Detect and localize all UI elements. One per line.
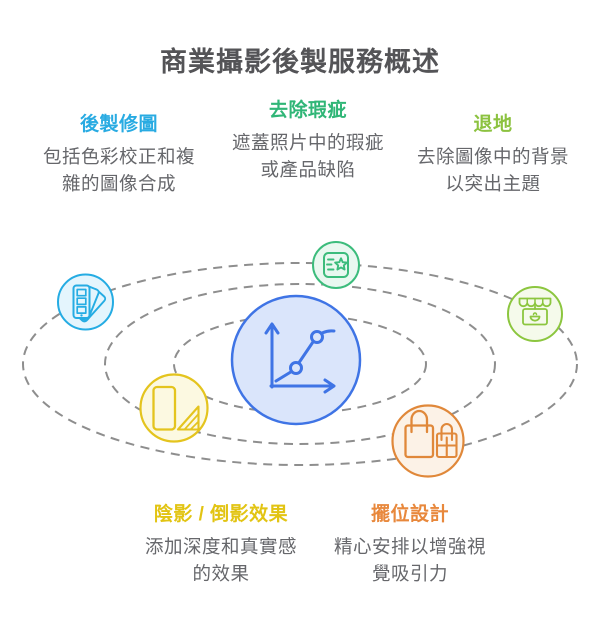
feature-retouch: 後製修圖 包括色彩校正和複 雜的圖像合成 <box>14 113 224 197</box>
page-title: 商業攝影後製服務概述 <box>160 47 440 77</box>
feature-shadow-heading: 陰影 / 倒影效果 <box>153 504 289 525</box>
feature-blemish-desc: 遮蓋照片中的瑕疵 或產品缺陷 <box>203 129 413 183</box>
shopping-bags-icon <box>404 409 458 459</box>
feature-placement: 擺位設計 精心安排以增強視 覺吸引力 <box>304 503 516 587</box>
center-node <box>230 294 362 426</box>
desc-line: 覺吸引力 <box>371 563 448 584</box>
satellite-shopping-bags <box>391 404 465 478</box>
desc-line: 的效果 <box>192 563 250 584</box>
feature-placement-desc: 精心安排以增強視 覺吸引力 <box>304 533 516 587</box>
satellite-circle <box>312 241 360 289</box>
color-swatches-icon <box>72 284 107 323</box>
orbit-ellipse-outer <box>22 262 578 466</box>
orbit-ellipse-middle <box>104 283 496 445</box>
desc-line: 以突出主題 <box>445 173 541 194</box>
feature-shadow: 陰影 / 倒影效果 添加深度和真實感 的效果 <box>115 503 327 587</box>
desc-line: 包括色彩校正和複 <box>42 146 195 167</box>
storefront-icon <box>518 297 552 326</box>
desc-line: 雜的圖像合成 <box>61 173 176 194</box>
satellite-circle <box>507 286 563 342</box>
satellite-page-shadow <box>139 373 209 443</box>
feature-blemish: 去除瑕疵 遮蓋照片中的瑕疵 或產品缺陷 <box>203 99 413 183</box>
center-circle <box>230 294 362 426</box>
feature-blemish-heading: 去除瑕疵 <box>268 100 347 121</box>
feature-shadow-desc: 添加深度和真實感 的效果 <box>115 533 327 587</box>
page-shadow-icon <box>152 385 200 431</box>
satellite-circle <box>391 404 465 478</box>
growth-chart-icon <box>264 322 336 394</box>
desc-line: 添加深度和真實感 <box>144 536 297 557</box>
desc-line: 精心安排以增強視 <box>333 536 486 557</box>
satellite-storefront <box>507 286 563 342</box>
feature-retouch-heading: 後製修圖 <box>79 114 158 135</box>
feature-background-removal: 退地 去除圖像中的背景 以突出主題 <box>388 113 598 197</box>
desc-line: 遮蓋照片中的瑕疵 <box>231 132 384 153</box>
satellite-quick-retouch <box>312 241 360 289</box>
feature-background-removal-heading: 退地 <box>473 114 513 135</box>
quick-retouch-icon <box>323 252 349 278</box>
feature-background-removal-desc: 去除圖像中的背景 以突出主題 <box>388 143 598 197</box>
feature-placement-heading: 擺位設計 <box>370 504 449 525</box>
satellite-color-swatches <box>57 273 114 331</box>
desc-line: 或產品缺陷 <box>260 159 356 180</box>
desc-line: 去除圖像中的背景 <box>416 146 569 167</box>
feature-retouch-desc: 包括色彩校正和複 雜的圖像合成 <box>14 143 224 197</box>
